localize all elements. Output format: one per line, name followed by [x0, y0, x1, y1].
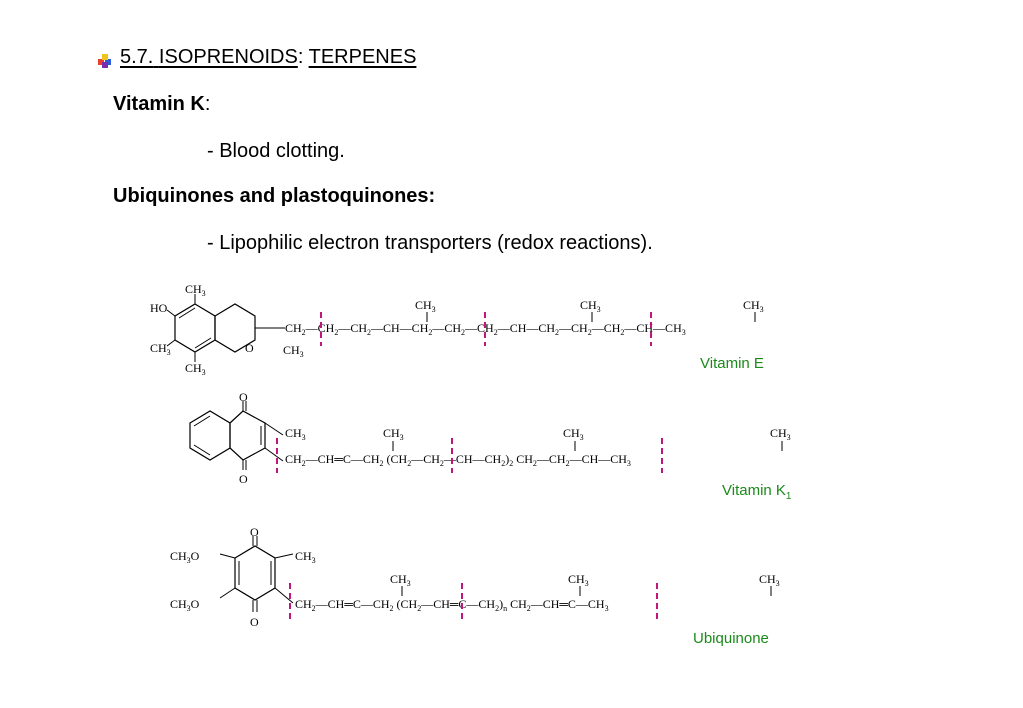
svg-text:CH2—CH2—CH2—CH—CH2—CH2—CH2—CH—: CH2—CH2—CH2—CH—CH2—CH2—CH2—CH—CH2—CH2—CH… [285, 321, 686, 337]
svg-text:CH2—CH═C—CH2 (CH2—CH2—CH—CH2)2: CH2—CH═C—CH2 (CH2—CH2—CH—CH2)2 CH2—CH2—C… [285, 452, 631, 468]
svg-text:CH3: CH3 [150, 341, 171, 357]
ubiquinone-structure: O O CH3O CH3O CH3 CH2—CH═C—CH2 (CH2—CH═C… [170, 528, 780, 629]
svg-text:CH3: CH3 [568, 572, 589, 588]
svg-text:CH3: CH3 [283, 343, 304, 359]
svg-text:CH3: CH3 [383, 426, 404, 442]
bullet-electron-transporters: - Lipophilic electron transporters (redo… [207, 232, 653, 254]
vitamin-e-label: Vitamin E [700, 355, 764, 372]
svg-text:CH3: CH3 [185, 361, 206, 377]
ubiquinone-label: Ubiquinone [693, 630, 769, 647]
vitamin-k1-label: Vitamin K1 [722, 482, 792, 502]
bullet-blood-clotting: - Blood clotting. [207, 140, 345, 162]
svg-text:CH3O: CH3O [170, 549, 200, 565]
bullet-icon [98, 51, 112, 68]
svg-text:CH3: CH3 [759, 572, 780, 588]
svg-text:O: O [245, 341, 254, 355]
svg-text:CH3: CH3 [770, 426, 791, 442]
svg-text:O: O [239, 393, 248, 404]
svg-text:CH3O: CH3O [170, 597, 200, 613]
heading-ubiquinones: Ubiquinones and plastoquinones: [113, 185, 436, 207]
svg-text:O: O [239, 472, 248, 486]
vitamin-e-structure: CH3 HO CH3 CH3 O CH3 CH2—CH2—CH2—CH—CH2—… [150, 282, 764, 377]
svg-text:CH3: CH3 [295, 549, 316, 565]
svg-text:CH3: CH3 [743, 298, 764, 314]
svg-text:CH3: CH3 [563, 426, 584, 442]
slide-title: 5.7. ISOPRENOIDS: TERPENES [98, 46, 416, 69]
vitamin-k1-structure: O O CH3 CH2—CH═C—CH2 (CH2—CH2—CH—CH2)2 C… [189, 393, 791, 486]
svg-text:CH3: CH3 [390, 572, 411, 588]
svg-text:O: O [250, 528, 259, 539]
svg-text:HO: HO [150, 301, 168, 315]
heading-vitamin-k: Vitamin K: [113, 93, 211, 115]
svg-text:CH3: CH3 [185, 282, 206, 298]
title-text: 5.7. ISOPRENOIDS: TERPENES [120, 46, 417, 68]
svg-text:CH2—CH═C—CH2 (CH2—CH═C—CH2)n C: CH2—CH═C—CH2 (CH2—CH═C—CH2)n CH2—CH═C—CH… [295, 597, 609, 613]
svg-text:CH3: CH3 [580, 298, 601, 314]
svg-text:CH3: CH3 [415, 298, 436, 314]
svg-text:CH3: CH3 [285, 426, 306, 442]
svg-text:O: O [250, 615, 259, 629]
